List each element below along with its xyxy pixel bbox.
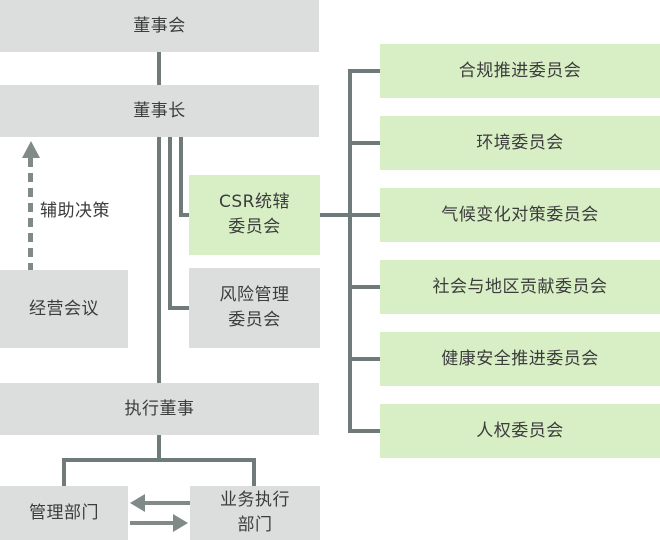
connector-chairman-to-risk-horizontal — [168, 306, 189, 310]
arrow-admin-to-business-body — [130, 521, 174, 525]
risk-committee-label-line1: 风险管理 — [219, 285, 290, 305]
human-rights-committee-label: 人权委员会 — [476, 420, 564, 441]
social-regional-contribution-committee-label: 社会与地区贡献委员会 — [432, 276, 608, 297]
box-environment-committee: 环境委员会 — [380, 116, 660, 170]
box-climate-change-committee: 气候变化对策委员会 — [380, 188, 660, 242]
dashed-advisory-arrow-head-icon — [22, 141, 40, 158]
connector-chairman-to-csr-vertical — [179, 137, 183, 217]
compliance-promotion-committee-label: 合规推进委员会 — [458, 60, 582, 81]
box-management-meeting: 经营会议 — [0, 270, 128, 348]
health-safety-promotion-committee-label: 健康安全推进委员会 — [441, 348, 599, 369]
box-social-regional-contribution-committee: 社会与地区贡献委员会 — [380, 260, 660, 314]
management-meeting-label: 经营会议 — [29, 298, 99, 319]
connector-department-branch — [62, 458, 256, 462]
connector-drop-business — [252, 458, 256, 486]
advisory-decision-label: 辅助决策 — [40, 201, 110, 221]
box-compliance-promotion-committee: 合规推进委员会 — [380, 44, 660, 98]
box-admin-department: 管理部门 — [0, 486, 128, 540]
connector-board-to-chairman — [157, 52, 161, 85]
box-business-execution-department: 业务执行 部门 — [190, 486, 320, 540]
environment-committee-label: 环境委员会 — [476, 132, 564, 153]
box-chairman: 董事长 — [0, 85, 319, 137]
executive-directors-label: 执行董事 — [124, 398, 195, 419]
chairman-label: 董事长 — [133, 100, 186, 121]
climate-change-committee-label: 气候变化对策委员会 — [441, 204, 599, 225]
connector-stub-health-safety — [348, 357, 380, 361]
csr-committee-label-line2: 委员会 — [228, 217, 281, 237]
box-executive-directors: 执行董事 — [0, 383, 319, 435]
committee-trunk-line — [348, 69, 352, 433]
connector-stub-human-rights — [348, 429, 380, 433]
connector-chairman-to-executive — [157, 137, 161, 383]
arrow-admin-to-business-head-icon — [173, 514, 188, 532]
connector-executive-down — [157, 435, 161, 462]
connector-drop-admin — [62, 458, 66, 486]
connector-stub-environment — [348, 141, 380, 145]
box-board-of-directors: 董事会 — [0, 0, 319, 52]
connector-chairman-to-csr-horizontal — [179, 213, 189, 217]
box-risk-management-committee: 风险管理 委员会 — [189, 268, 320, 348]
csr-committee-label-line1: CSR统辖 — [219, 192, 290, 212]
box-health-safety-promotion-committee: 健康安全推进委员会 — [380, 332, 660, 386]
risk-committee-label-line2: 委员会 — [228, 310, 281, 330]
dashed-advisory-arrow-line — [28, 158, 33, 270]
connector-stub-social — [348, 285, 380, 289]
box-csr-governance-committee: CSR统辖 委员会 — [189, 175, 320, 255]
connector-chairman-to-risk-vertical — [168, 137, 172, 310]
business-department-label-line1: 业务执行 — [220, 490, 290, 510]
business-department-label-line2: 部门 — [237, 515, 273, 535]
connector-stub-compliance — [348, 69, 380, 73]
box-human-rights-committee: 人权委员会 — [380, 404, 660, 458]
board-of-directors-label: 董事会 — [133, 15, 186, 36]
admin-department-label: 管理部门 — [29, 502, 99, 523]
arrow-business-to-admin-head-icon — [130, 494, 145, 512]
arrow-business-to-admin-body — [143, 501, 190, 505]
